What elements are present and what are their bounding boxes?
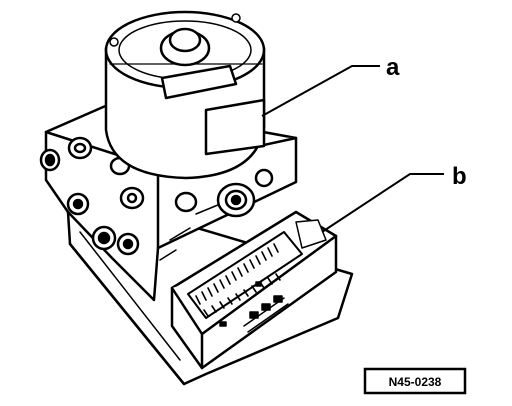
figure-reference: N45-0238 xyxy=(363,367,467,395)
connector-pins xyxy=(195,243,281,317)
housing-label xyxy=(219,281,289,333)
brake-line-ports xyxy=(39,136,274,256)
callout-a: a xyxy=(386,54,400,81)
connector-socket xyxy=(187,231,303,319)
callout-b: b xyxy=(452,163,467,190)
pump-motor xyxy=(104,10,266,180)
port-9 xyxy=(254,168,274,188)
leader-lines xyxy=(261,65,444,233)
leader-line-b xyxy=(321,173,444,233)
port-8 xyxy=(174,191,198,213)
leader-line-a xyxy=(261,65,380,117)
figure-reference-label: N45-0238 xyxy=(389,375,442,389)
